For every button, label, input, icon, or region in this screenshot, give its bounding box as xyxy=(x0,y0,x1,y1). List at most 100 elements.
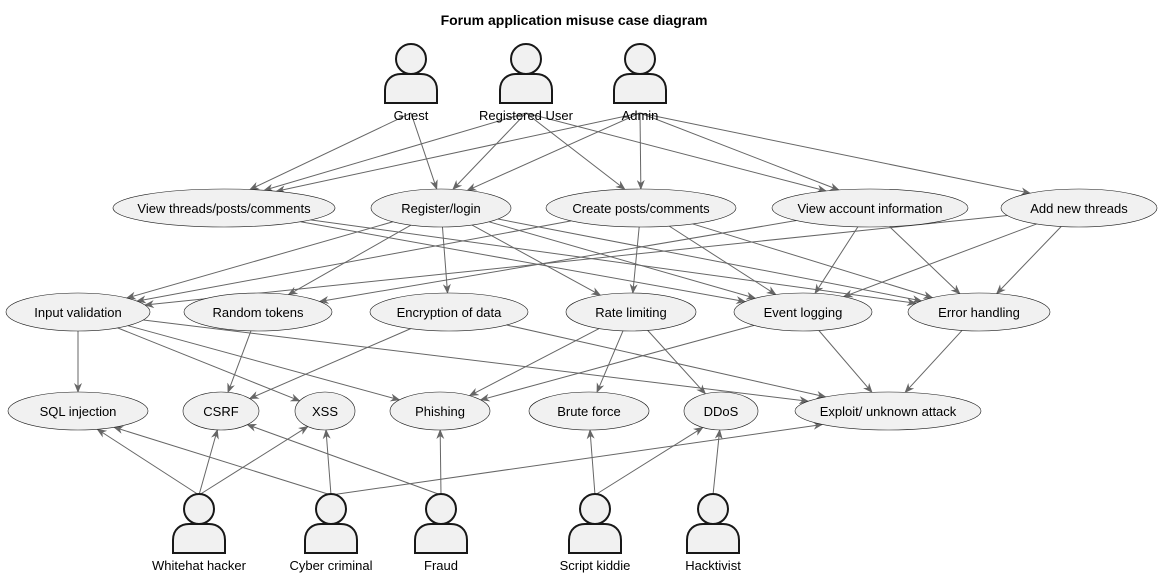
use-case-input-validation: Input validation xyxy=(5,292,151,332)
use-case-label: Phishing xyxy=(415,404,465,419)
use-case-ellipse xyxy=(183,292,333,332)
actor-body-icon xyxy=(568,523,622,554)
actor-label: Cyber criminal xyxy=(289,558,372,573)
use-case-label: Event logging xyxy=(764,305,843,320)
use-case-error-handling: Error handling xyxy=(907,292,1051,332)
actor-body-icon xyxy=(686,523,740,554)
use-case-view-threads: View threads/posts/comments xyxy=(112,188,336,228)
actor-cyber: Cyber criminal xyxy=(289,493,373,573)
edge-admin-to-register xyxy=(466,112,641,191)
use-case-create-posts: Create posts/comments xyxy=(545,188,737,228)
use-case-brute-force: Brute force xyxy=(528,391,650,431)
edge-view_threads-to-event_logging xyxy=(300,221,747,304)
use-case-ellipse xyxy=(907,292,1051,332)
edge-kiddie-to-brute_force xyxy=(586,429,596,496)
use-case-ellipse xyxy=(112,188,336,228)
diagram-title: Forum application misuse case diagram xyxy=(441,12,708,28)
edge-input_validation-to-xss xyxy=(117,327,301,402)
edge-create_posts-to-rate_limiting xyxy=(629,226,640,295)
edge-guest-to-register xyxy=(410,112,438,190)
edge-admin-to-add_threads xyxy=(639,112,1032,196)
edge-register-to-event_logging xyxy=(488,221,757,300)
use-case-label: Exploit/ unknown attack xyxy=(820,404,957,419)
edge-create_posts-to-error_handling xyxy=(692,223,934,299)
actor-body-icon xyxy=(414,523,468,554)
edge-registered-to-view_account xyxy=(525,112,828,193)
actor-body-icon xyxy=(384,73,438,104)
actor-body-icon xyxy=(172,523,226,554)
use-case-xss: XSS xyxy=(294,391,356,431)
edge-admin-to-view_threads xyxy=(275,112,641,194)
actor-body-icon xyxy=(499,73,553,104)
edge-event_logging-to-phishing xyxy=(479,324,755,402)
actor-head-icon xyxy=(624,43,656,75)
use-case-ellipse xyxy=(733,292,873,332)
use-case-ellipse xyxy=(369,292,529,332)
edge-random_tokens-to-csrf xyxy=(227,330,252,394)
use-case-label: Create posts/comments xyxy=(572,201,710,216)
edge-view_account-to-event_logging xyxy=(814,226,859,295)
use-case-label: Encryption of data xyxy=(397,305,503,320)
actor-fraud: Fraud xyxy=(414,493,468,573)
use-case-ddos: DDoS xyxy=(683,391,759,431)
actor-guest: Guest xyxy=(384,43,438,123)
edge-cyber-to-sql_injection xyxy=(113,426,332,496)
edge-view_account-to-random_tokens xyxy=(318,220,797,304)
actor-kiddie: Script kiddie xyxy=(560,493,630,573)
actor-label: Fraud xyxy=(424,558,458,573)
edge-fraud-to-csrf xyxy=(246,423,442,496)
edge-create_posts-to-event_logging xyxy=(668,225,777,296)
use-case-label: Rate limiting xyxy=(595,305,667,320)
edge-input_validation-to-exploit xyxy=(143,319,810,405)
use-case-ellipse xyxy=(182,391,260,431)
edge-event_logging-to-exploit xyxy=(818,330,873,394)
use-case-ellipse xyxy=(5,292,151,332)
edge-registered-to-view_threads xyxy=(263,112,527,192)
edge-view_account-to-error_handling xyxy=(889,226,961,295)
use-case-ellipse xyxy=(794,391,982,431)
use-case-ellipse xyxy=(683,391,759,431)
actor-admin: Admin xyxy=(613,43,667,123)
edge-add_threads-to-error_handling xyxy=(995,226,1062,295)
edge-rate_limiting-to-brute_force xyxy=(596,330,624,394)
edge-admin-to-create_posts xyxy=(636,112,645,190)
actor-registered: Registered User xyxy=(479,43,574,123)
edge-register-to-error_handling xyxy=(497,218,923,304)
use-case-ellipse xyxy=(389,391,491,431)
edge-register-to-rate_limiting xyxy=(471,224,602,296)
use-case-ellipse xyxy=(7,391,149,431)
use-case-sql-injection: SQL injection xyxy=(7,391,149,431)
actor-head-icon xyxy=(315,493,347,525)
edge-view_threads-to-error_handling xyxy=(310,219,917,307)
use-case-label: Add new threads xyxy=(1030,201,1128,216)
actor-head-icon xyxy=(579,493,611,525)
use-case-register: Register/login xyxy=(370,188,512,228)
edge-kiddie-to-ddos xyxy=(594,426,704,496)
use-case-event-logging: Event logging xyxy=(733,292,873,332)
edge-register-to-encryption xyxy=(441,226,451,295)
edge-registered-to-register xyxy=(452,112,527,191)
edge-register-to-random_tokens xyxy=(287,224,412,296)
actor-head-icon xyxy=(183,493,215,525)
actor-label: Registered User xyxy=(479,108,574,123)
edge-guest-to-view_threads xyxy=(249,112,412,190)
use-case-encryption: Encryption of data xyxy=(369,292,529,332)
edge-registered-to-create_posts xyxy=(525,112,626,190)
actor-hacktivist: Hacktivist xyxy=(685,493,741,573)
actor-label: Hacktivist xyxy=(685,558,741,573)
actor-head-icon xyxy=(510,43,542,75)
use-case-ellipse xyxy=(771,188,969,228)
use-case-csrf: CSRF xyxy=(182,391,260,431)
use-case-label: Brute force xyxy=(557,404,621,419)
edge-admin-to-view_account xyxy=(639,112,840,191)
edge-whitehat-to-xss xyxy=(198,426,309,496)
edge-fraud-to-phishing xyxy=(436,428,445,496)
edges-layer xyxy=(74,112,1062,496)
use-case-label: Register/login xyxy=(401,201,481,216)
use-case-label: CSRF xyxy=(203,404,238,419)
actor-head-icon xyxy=(395,43,427,75)
edge-error_handling-to-exploit xyxy=(904,330,963,394)
actor-label: Whitehat hacker xyxy=(152,558,247,573)
use-case-view-account: View account information xyxy=(771,188,969,228)
use-case-rate-limiting: Rate limiting xyxy=(565,292,697,332)
